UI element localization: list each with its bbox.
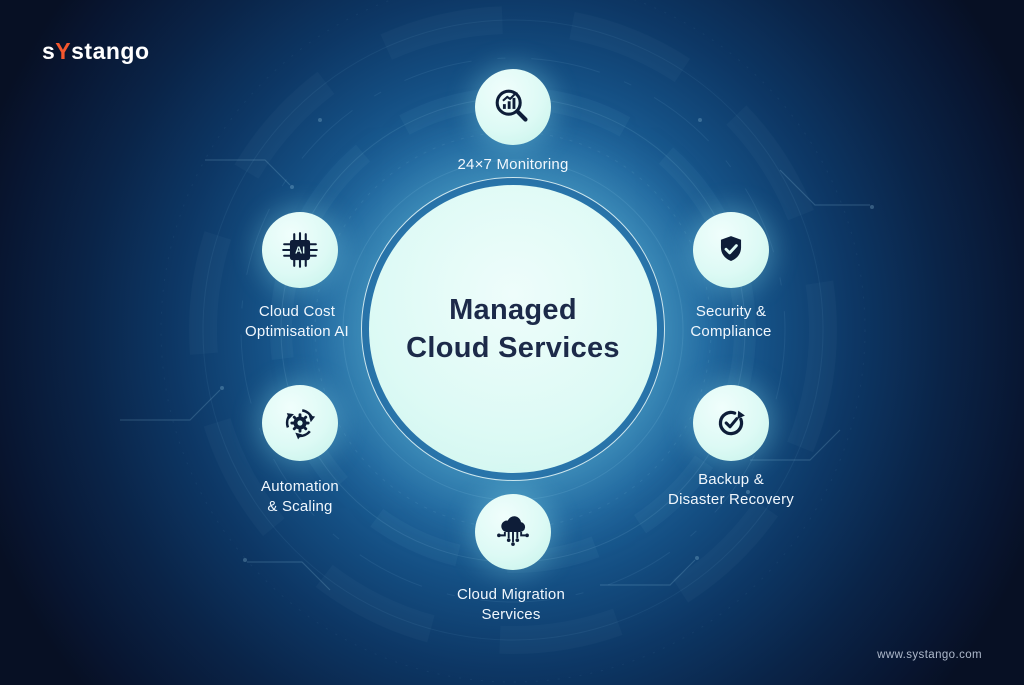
center-circle-ring xyxy=(361,177,665,481)
brand-logo: sYstango xyxy=(42,38,150,65)
node-bubble-monitoring xyxy=(475,69,551,145)
center-circle: Managed Cloud Services xyxy=(369,185,657,473)
node-label-backup: Backup & Disaster Recovery xyxy=(668,471,794,508)
center-title: Managed Cloud Services xyxy=(406,291,620,367)
node-bubble-automation xyxy=(262,385,338,461)
ai-chip-icon: AI xyxy=(282,232,318,268)
shield-check-icon xyxy=(720,236,742,262)
gear-sync-icon xyxy=(285,409,316,440)
node-label-automation: Automation & Scaling xyxy=(261,478,339,515)
node-bubble-migration xyxy=(475,494,551,570)
logo-text-accent: Y xyxy=(55,38,72,64)
node-bubble-cost-ai: AI xyxy=(262,212,338,288)
website-url: www.systango.com xyxy=(877,649,982,661)
logo-text-prefix: s xyxy=(42,38,56,64)
restore-check-icon xyxy=(718,410,745,436)
node-label-security: Security & Compliance xyxy=(690,303,772,340)
node-bubble-security xyxy=(693,212,769,288)
node-label-cost-ai: Cloud Cost Optimisation AI xyxy=(245,303,349,340)
node-bubble-backup xyxy=(693,385,769,461)
node-label-monitoring: 24×7 Monitoring xyxy=(457,156,569,173)
cloud-network-icon xyxy=(497,516,529,546)
node-label-migration: Cloud Migration Services xyxy=(456,586,566,623)
svg-text:AI: AI xyxy=(295,246,305,257)
center-title-line2: Cloud Services xyxy=(406,332,620,364)
magnifier-chart-icon xyxy=(495,89,528,122)
logo-text-suffix: stango xyxy=(71,38,150,64)
center-title-line1: Managed xyxy=(449,294,577,326)
